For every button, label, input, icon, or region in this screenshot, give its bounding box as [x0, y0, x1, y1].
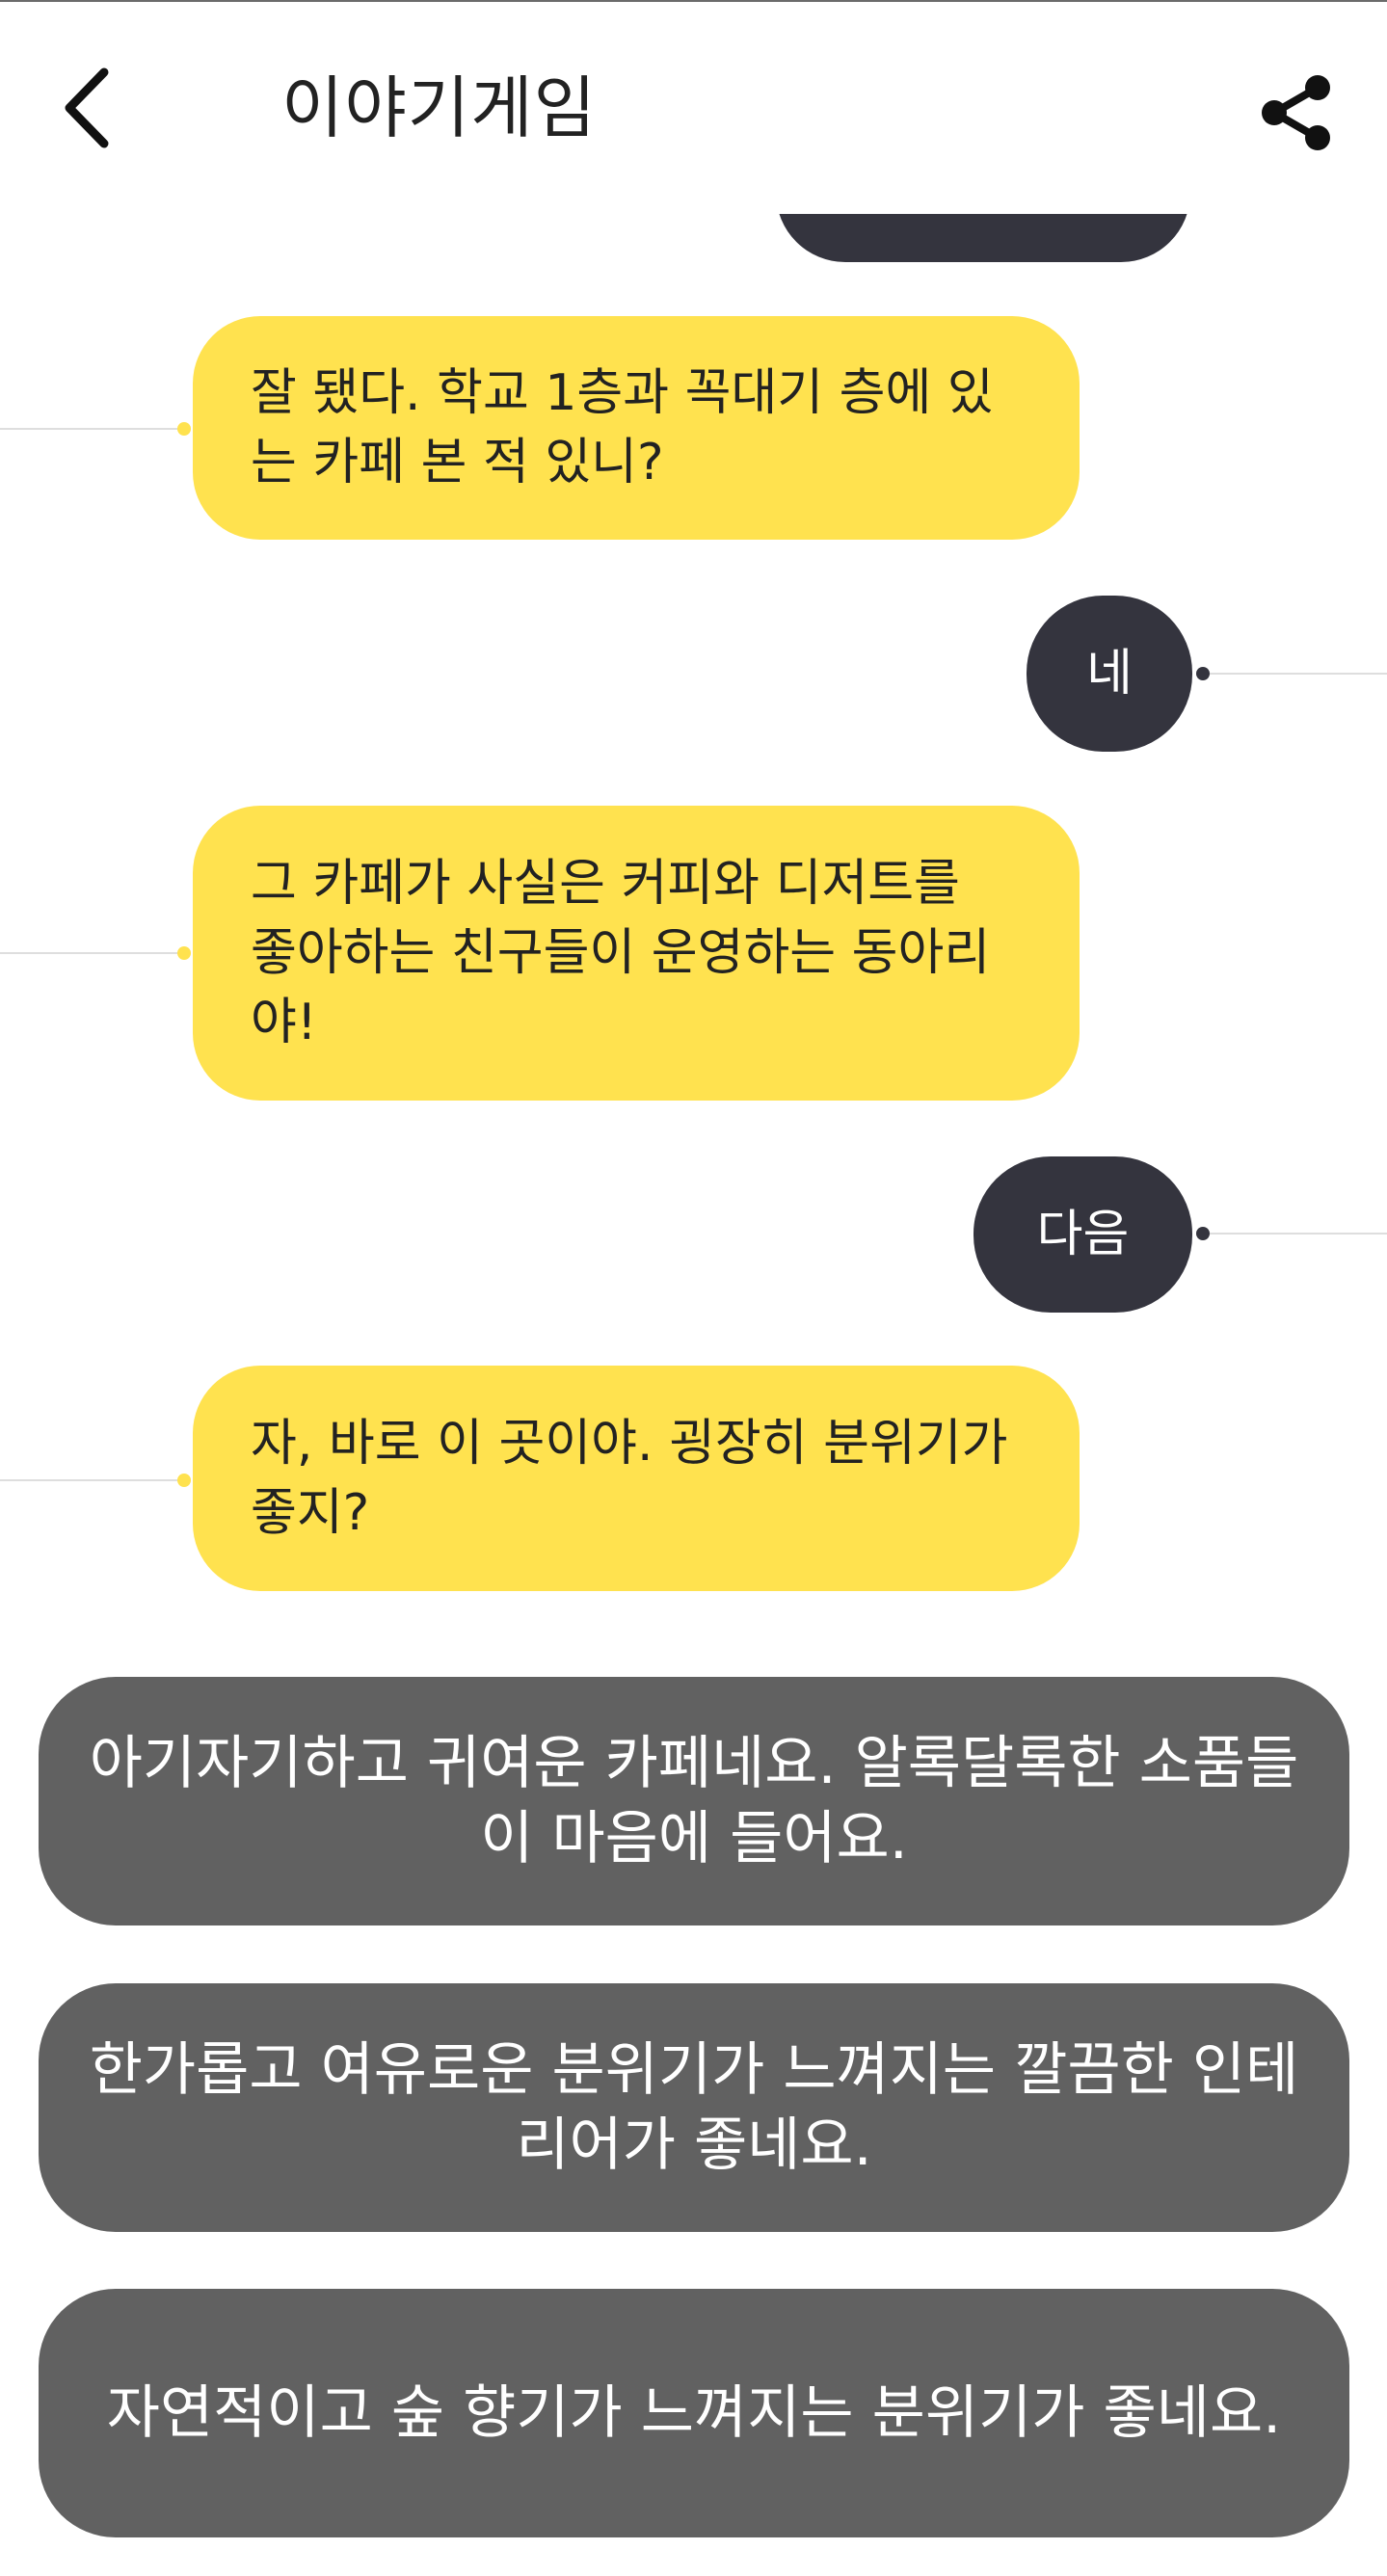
page-title: 이야기게임 — [281, 68, 597, 147]
user-connector-line — [1205, 673, 1387, 675]
bot-connector-line — [0, 428, 183, 430]
user-message-bubble: 다음 — [974, 1156, 1192, 1313]
choice-text: 한가롭고 여유로운 분위기가 느껴지는 깔끔한 인테리어가 좋네요. — [89, 2036, 1299, 2179]
bot-connector-dot — [177, 1474, 191, 1487]
choice-button[interactable]: 아기자기하고 귀여운 카페네요. 알록달록한 소품들이 마음에 들어요. — [39, 1677, 1349, 1925]
bot-message-bubble: 잘 됐다. 학교 1층과 꼭대기 층에 있는 카페 본 적 있니? — [193, 316, 1080, 540]
bot-connector-line — [0, 1479, 183, 1481]
bot-message-text: 잘 됐다. 학교 1층과 꼭대기 층에 있는 카페 본 적 있니? — [251, 364, 994, 491]
bot-connector-dot — [177, 946, 191, 960]
user-connector-dot — [1196, 1227, 1210, 1240]
user-message-text: 다음 — [1036, 1206, 1130, 1263]
user-message-bubble: 네 — [1027, 596, 1192, 752]
user-connector-line — [1205, 1233, 1387, 1235]
share-button[interactable] — [1243, 60, 1349, 166]
choice-button[interactable]: 한가롭고 여유로운 분위기가 느껴지는 깔끔한 인테리어가 좋네요. — [39, 1983, 1349, 2232]
app-header: 이야기게임 — [0, 2, 1387, 214]
share-icon — [1262, 75, 1330, 150]
bot-connector-line — [0, 952, 183, 954]
choice-text: 아기자기하고 귀여운 카페네요. 알록달록한 소품들이 마음에 들어요. — [89, 1730, 1299, 1872]
user-message-text: 네 — [1086, 645, 1133, 703]
bot-message-bubble: 그 카페가 사실은 커피와 디저트를 좋아하는 친구들이 운영하는 동아리야! — [193, 806, 1080, 1101]
bot-message-text: 그 카페가 사실은 커피와 디저트를 좋아하는 친구들이 운영하는 동아리야! — [251, 855, 991, 1051]
user-connector-dot — [1196, 667, 1210, 680]
bot-message-text: 자, 바로 이 곳이야. 굉장히 분위기가 좋지? — [251, 1415, 1008, 1542]
bot-connector-dot — [177, 422, 191, 436]
bot-message-bubble: 자, 바로 이 곳이야. 굉장히 분위기가 좋지? — [193, 1366, 1080, 1591]
back-button[interactable] — [39, 50, 135, 166]
choice-text: 자연적이고 숲 향기가 느껴지는 분위기가 좋네요. — [106, 2379, 1282, 2447]
top-border — [0, 0, 1387, 2]
chevron-left-icon — [65, 67, 109, 148]
choice-button[interactable]: 자연적이고 숲 향기가 느껴지는 분위기가 좋네요. — [39, 2289, 1349, 2537]
